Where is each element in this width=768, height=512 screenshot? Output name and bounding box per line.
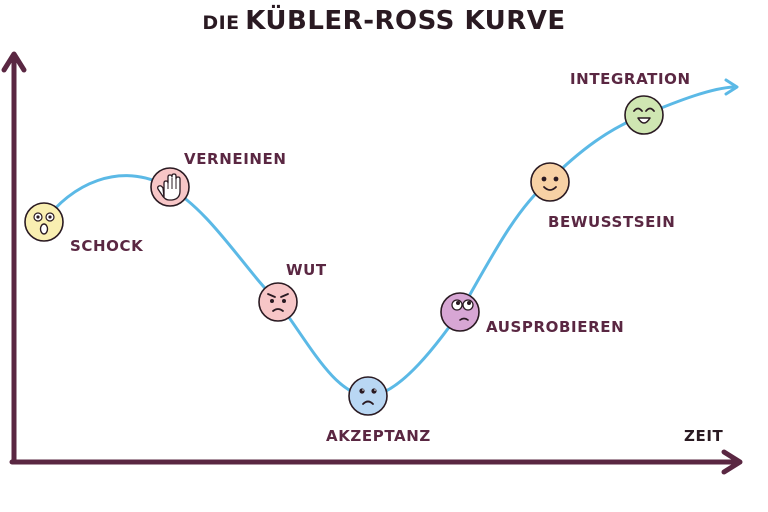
- title-main: KÜBLER-ROSS KURVE: [245, 6, 566, 36]
- stop-hand-icon: [150, 167, 190, 207]
- kubler-ross-curve: [42, 85, 735, 398]
- sad-face-icon: [348, 376, 388, 416]
- diagram-title: DIE KÜBLER-ROSS KURVE: [0, 6, 768, 36]
- stage-label-verneinen: VERNEINEN: [184, 150, 287, 168]
- angry-face-icon: [258, 282, 298, 322]
- curve-arrow: [724, 78, 739, 96]
- stage-label-schock: SCHOCK: [70, 237, 144, 255]
- smiling-face-icon: [530, 162, 570, 202]
- happy-face-icon: [624, 95, 664, 135]
- stage-label-integration: INTEGRATION: [570, 70, 691, 88]
- x-axis-arrow: [721, 449, 743, 475]
- y-axis-arrow: [1, 51, 27, 73]
- x-axis-label: ZEIT: [684, 427, 724, 445]
- stage-label-ausprobieren: AUSPROBIEREN: [486, 318, 625, 336]
- axes: [1, 51, 743, 475]
- title-prefix: DIE: [202, 12, 240, 34]
- confused-face-icon: [440, 292, 480, 332]
- shocked-face-icon: [24, 202, 64, 242]
- stage-label-akzeptanz: AKZEPTANZ: [326, 427, 431, 445]
- stage-label-bewusstsein: BEWUSSTSEIN: [548, 213, 676, 231]
- stage-label-wut: WUT: [286, 261, 327, 279]
